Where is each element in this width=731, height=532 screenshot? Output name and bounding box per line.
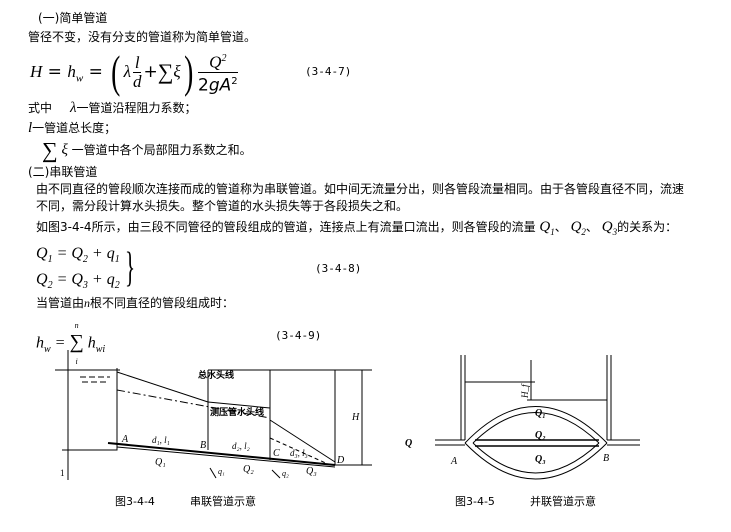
label-C: C: [273, 448, 280, 459]
para3-end: 的关系为：: [617, 220, 678, 234]
heading-simple-pipe: (一)简单管道: [38, 11, 108, 25]
formula-q1: Q1 = Q2 + q1: [36, 245, 120, 266]
series-paragraph-2: 不同，需分段计算水头损失。整个管道的水头损失等于各段损失之和。: [36, 199, 409, 213]
piezo-head-label: 测压管水头线: [210, 406, 264, 417]
label-D: D: [336, 455, 345, 466]
n-pre: 当管道由: [36, 296, 85, 310]
n-post: 根不同直径的管段组成时：: [90, 296, 235, 310]
formula-q2: Q2 = Q3 + q2: [36, 271, 120, 292]
total-head-label: 总水头线: [198, 369, 234, 380]
length-def-text: 一管道总长度；: [32, 121, 117, 135]
parallel-pipe-diagram: Q A B H_f Q₁ Q₂ Q₃: [405, 355, 640, 480]
n-segments-text: 当管道由n根不同直径的管段组成时：: [36, 296, 235, 310]
label-Q: Q: [405, 438, 412, 449]
label-B: B: [603, 453, 609, 464]
para3-text: 如图3-4-4所示，由三段不同管径的管段组成的管道，连接点上有流量口流出，则各管…: [36, 220, 536, 234]
label-Q3: Q₃: [306, 466, 317, 477]
label-Q1: Q₁: [155, 457, 166, 468]
length-definition: l一管道总长度；: [28, 120, 117, 136]
label-1: 1: [60, 468, 65, 478]
label-d3: d₃, l₃: [290, 448, 308, 458]
equation-number-2: (3-4-8): [315, 262, 362, 275]
label-q1: q₁: [218, 467, 225, 476]
where-label: 式中: [28, 101, 53, 115]
figure-3-4-4-number: 图3-4-4: [115, 495, 155, 508]
series-paragraph-3: 如图3-4-4所示，由三段不同管径的管段组成的管道，连接点上有流量口流出，则各管…: [36, 219, 678, 237]
brace: }: [125, 245, 136, 291]
lambda-def-text: 一管道沿程阻力系数；: [76, 101, 197, 115]
formula-3-4-9: hw = n∑i hwi: [36, 321, 106, 366]
series-pipe-diagram: 总水头线 测压管水头线 A B C D H d₁, l₁ d₂, l₂ d₃, …: [55, 350, 372, 480]
xi-definition: ∑ ξ 一管道中各个局部阻力系数之和。: [42, 137, 252, 163]
label-q2: q₂: [282, 469, 289, 478]
label-Q2: Q₂: [535, 430, 546, 441]
label-Hf: H_f: [520, 383, 530, 399]
simple-pipe-definition: 管径不变，没有分支的管道称为简单管道。: [28, 30, 257, 44]
label-A: A: [121, 434, 129, 445]
equation-number-3: (3-4-9): [275, 329, 322, 342]
figure-3-4-4-caption: 串联管道示意: [190, 495, 256, 508]
figure-3-4-5-caption: 并联管道示意: [530, 495, 596, 508]
lambda-definition: λ一管道沿程阻力系数；: [70, 100, 197, 116]
series-paragraph-1: 由不同直径的管段顺次连接而成的管道称为串联管道。如中间无流量分出，则各管段流量相…: [36, 182, 685, 196]
xi-def-text: 一管道中各个局部阻力系数之和。: [71, 143, 252, 157]
label-A: A: [450, 456, 458, 467]
label-Q2: Q₂: [243, 464, 254, 475]
equation-number: (3-4-7): [305, 65, 352, 78]
label-H: H: [351, 412, 360, 423]
label-d2: d₂, l₂: [232, 441, 250, 451]
heading-series-pipe: (二)串联管道: [28, 165, 98, 179]
label-Q1: Q₁: [535, 408, 546, 419]
figure-3-4-5-number: 图3-4-5: [455, 495, 495, 508]
label-Q3: Q₃: [535, 454, 546, 465]
label-d1: d₁, l₁: [152, 435, 170, 445]
label-B: B: [200, 440, 206, 451]
